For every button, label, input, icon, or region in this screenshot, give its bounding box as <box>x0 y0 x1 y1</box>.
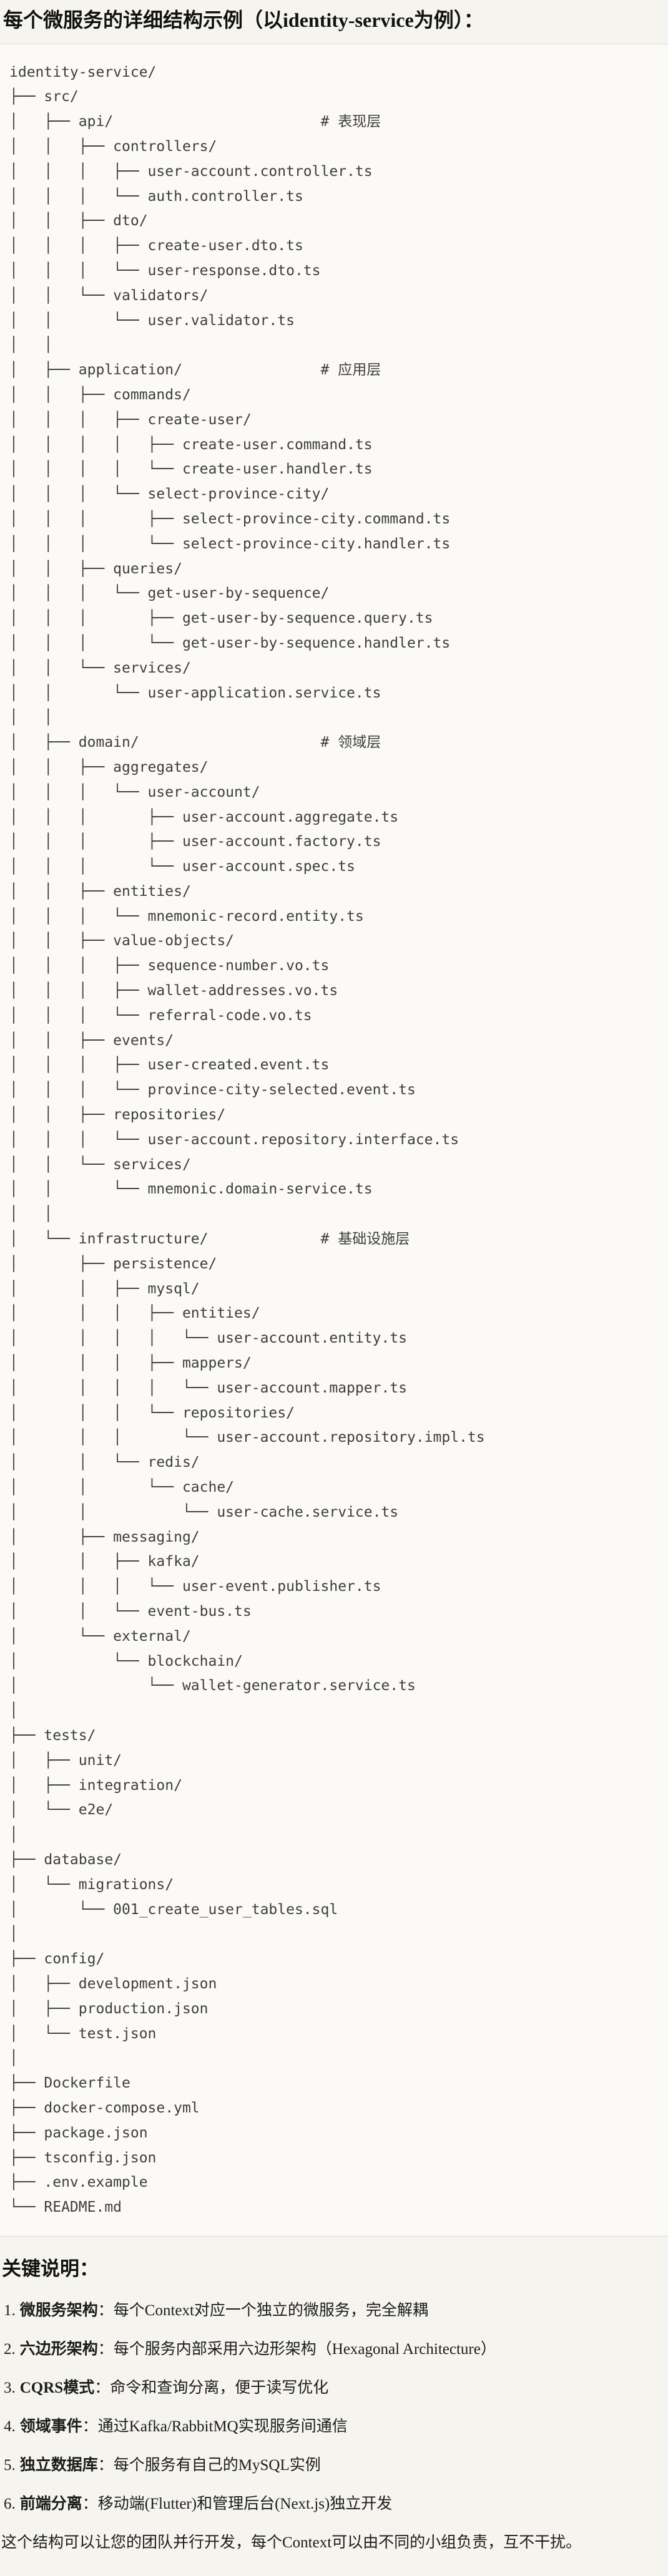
item-desc: ：每个服务内部采用六边形架构（Hexagonal Architecture） <box>97 2341 496 2358</box>
directory-tree-block: identity-service/ ├── src/ │ ├── api/ # … <box>0 43 668 2237</box>
closing-note: 这个结构可以让您的团队并行开发，每个Context可以由不同的小组负责，互不干扰… <box>1 2534 582 2552</box>
item-term: 前端分离 <box>19 2496 82 2513</box>
item-term: 独立数据库 <box>19 2457 98 2474</box>
item-number: 2. <box>4 2341 16 2358</box>
list-item-3: 3.CQRS模式：命令和查询分离，便于读写优化 <box>4 2378 668 2398</box>
page-title: 每个微服务的详细结构示例（以identity-service为例）： <box>3 9 484 31</box>
item-number: 1. <box>4 2302 16 2320</box>
item-term: 微服务架构 <box>19 2302 98 2320</box>
list-item-4: 4.领域事件：通过Kafka/RabbitMQ实现服务间通信 <box>4 2417 668 2436</box>
list-item-1: 1.微服务架构：每个Context对应一个独立的微服务，完全解耦 <box>4 2301 668 2320</box>
item-term: 六边形架构 <box>19 2341 98 2358</box>
item-number: 5. <box>4 2457 16 2474</box>
item-number: 6. <box>4 2496 16 2513</box>
item-desc: ：每个Context对应一个独立的微服务，完全解耦 <box>97 2302 428 2320</box>
item-desc: ：每个服务有自己的MySQL实例 <box>97 2457 321 2474</box>
notes-heading: 关键说明： <box>2 2257 99 2280</box>
item-desc: ：移动端(Flutter)和管理后台(Next.js)独立开发 <box>82 2496 393 2513</box>
item-term: CQRS模式 <box>19 2379 95 2397</box>
item-desc: ：命令和查询分离，便于读写优化 <box>94 2379 329 2397</box>
item-term: 领域事件 <box>19 2418 82 2436</box>
item-desc: ：通过Kafka/RabbitMQ实现服务间通信 <box>82 2418 348 2436</box>
list-item-6: 6.前端分离：移动端(Flutter)和管理后台(Next.js)独立开发 <box>4 2494 668 2514</box>
item-number: 3. <box>4 2379 16 2397</box>
list-item-5: 5.独立数据库：每个服务有自己的MySQL实例 <box>4 2456 668 2475</box>
directory-tree: identity-service/ ├── src/ │ ├── api/ # … <box>9 64 485 2216</box>
item-number: 4. <box>4 2418 16 2436</box>
list-item-2: 2.六边形架构：每个服务内部采用六边形架构（Hexagonal Architec… <box>4 2340 668 2359</box>
